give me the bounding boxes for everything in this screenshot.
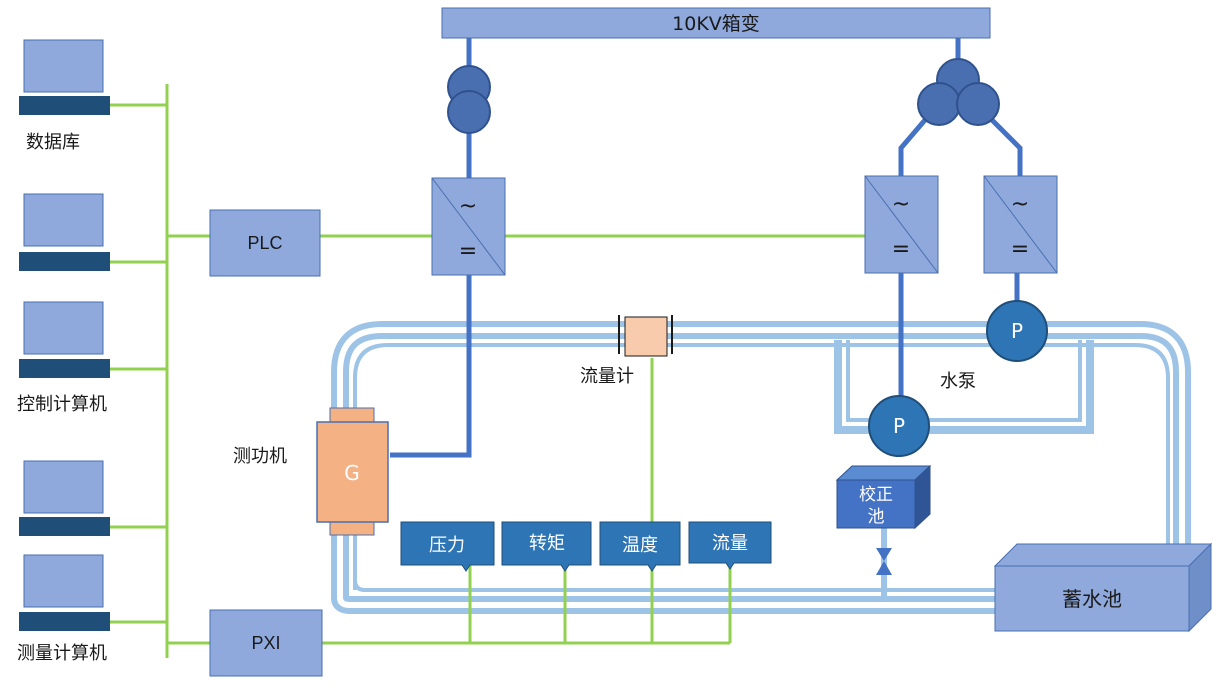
sensor-torque: 转矩 <box>501 521 592 572</box>
transformer-box: 10KV箱变 <box>441 7 991 39</box>
converter-ac-symbol: ~ <box>892 192 910 217</box>
dynamometer-symbol: G <box>344 461 360 485</box>
converter-3: ~ = <box>983 175 1058 274</box>
computer-label: 控制计算机 <box>17 394 107 415</box>
pump-symbol: P <box>893 414 905 438</box>
pump-symbol: P <box>1011 319 1023 343</box>
water-pipe-loop <box>331 321 1191 614</box>
transformer-left <box>447 65 491 134</box>
pump-label: 水泵 <box>940 371 976 392</box>
converter-ac-symbol: ~ <box>1011 192 1029 217</box>
reservoir-label: 蓄水池 <box>1062 587 1122 611</box>
transformer-box-label: 10KV箱变 <box>672 13 760 35</box>
sensor-pressure: 压力 <box>400 521 495 572</box>
computer-4 <box>19 460 110 536</box>
sensor-label: 流量 <box>712 533 748 554</box>
pxi-box: PXI <box>209 609 323 677</box>
pxi-label: PXI <box>251 633 280 653</box>
svg-text:校正池: 校正池 <box>859 485 893 527</box>
computer-label: 数据库 <box>26 132 80 153</box>
dynamometer: G <box>316 407 389 536</box>
sensor-label: 压力 <box>429 535 465 556</box>
sensor-temperature: 温度 <box>599 521 681 572</box>
converter-dc-symbol: = <box>892 237 910 262</box>
reservoir: 蓄水池 <box>993 542 1213 633</box>
converter-dc-symbol: = <box>459 239 477 264</box>
converter-dc-symbol: = <box>1011 237 1029 262</box>
computer-2 <box>19 193 110 271</box>
converter-2: ~ = <box>864 175 939 274</box>
computer-control: 控制计算机 <box>17 301 110 415</box>
sensor-label: 温度 <box>622 535 658 556</box>
power-lines <box>390 38 1023 458</box>
sensor-flow: 流量 <box>688 521 772 570</box>
communication-lines <box>110 84 866 658</box>
calibration-tank: 校正池 <box>835 464 932 530</box>
transformer-right <box>917 58 1000 126</box>
calibration-tank-label: 校正 <box>859 485 893 505</box>
valve-icon <box>876 548 892 575</box>
pump-upper: P <box>986 300 1048 362</box>
computer-label: 测量计算机 <box>17 643 107 664</box>
calibration-tank-label-line2: 池 <box>868 507 885 527</box>
computer-measurement: 测量计算机 <box>17 554 110 664</box>
converter-ac-symbol: ~ <box>459 194 477 219</box>
pump-lower: P <box>868 395 930 457</box>
sensor-label: 转矩 <box>529 533 565 554</box>
flowmeter <box>618 315 673 357</box>
converter-1: ~ = <box>431 177 506 276</box>
plc-box: PLC <box>209 209 321 277</box>
dynamometer-label: 测功机 <box>233 446 287 467</box>
computer-database: 数据库 <box>19 39 110 153</box>
plc-label: PLC <box>247 233 282 253</box>
flowmeter-label: 流量计 <box>580 366 634 387</box>
